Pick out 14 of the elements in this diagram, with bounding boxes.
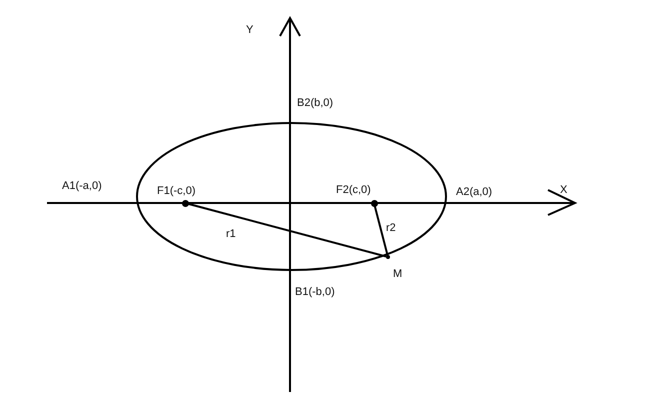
point-label: F1(-c,0) bbox=[157, 185, 196, 198]
point-label: M bbox=[393, 268, 402, 281]
axis-label: A2(a,0) bbox=[456, 186, 492, 199]
axis-label: X bbox=[560, 184, 568, 197]
point-dot bbox=[182, 200, 188, 206]
axis-label: B2(b,0) bbox=[297, 97, 334, 110]
point-dot bbox=[370, 200, 378, 206]
axis-label: B1(-b,0) bbox=[295, 286, 335, 299]
line-segment bbox=[374, 206, 388, 256]
point-label: F2(c,0) bbox=[336, 184, 371, 197]
point-dot bbox=[386, 255, 390, 259]
axis-label: A1(-a,0) bbox=[62, 180, 102, 193]
axis-label: Y bbox=[246, 24, 254, 37]
line-segment bbox=[188, 202, 386, 258]
